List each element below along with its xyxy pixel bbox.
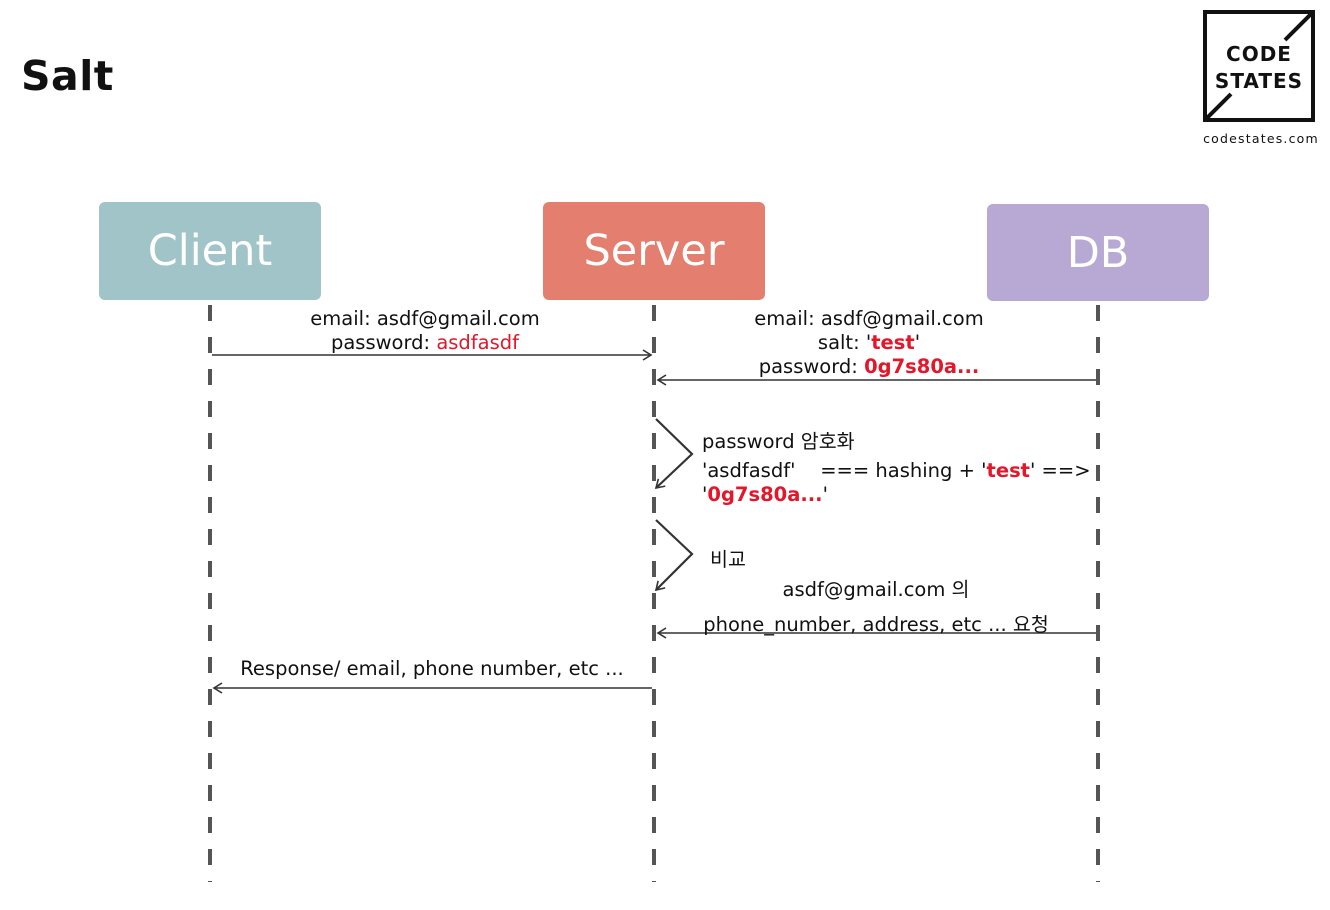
self-arrow-hashing [654,418,694,490]
msg1-password-value: asdfasdf [436,331,520,354]
step1-salt-value: test [986,459,1030,482]
logo-url: codestates.com [1203,131,1319,146]
msg3-line1: asdf@gmail.com 의 [782,578,970,601]
msg2-email: email: asdf@gmail.com [754,307,984,330]
actor-client-label: Client [147,226,273,276]
logo-text-code: CODE [1226,42,1292,66]
msg4-response: Response/ email, phone number, etc ... [240,657,624,680]
logo-corner-lines-icon [1207,14,1311,118]
codestates-logo: CODE STATES [1203,10,1315,122]
msg3-line2: phone_number, address, etc ... 요청 [703,613,1049,636]
actor-db-label: DB [1066,227,1130,278]
step1-result-value: 0g7s80a... [707,483,823,506]
msg2-salt-value: test [871,331,915,354]
msg1-password: password: asdfasdf [330,331,520,354]
msg2-password-value: 0g7s80a... [864,355,980,378]
actor-client: Client [99,202,321,300]
actor-server: Server [543,202,765,300]
logo-text-states: STATES [1214,69,1304,93]
actor-server-label: Server [583,226,725,276]
page-title: Salt [21,52,114,100]
step2-title: 비교 [710,548,746,571]
step1-result: '0g7s80a...' [702,483,828,506]
actor-db: DB [987,204,1209,301]
step1-hash-line: 'asdfasdf' === hashing + 'test' ==> [702,459,1091,482]
msg1-email: email: asdf@gmail.com [310,307,540,330]
self-arrow-compare [654,519,694,592]
msg2-password: password: 0g7s80a... [758,355,980,378]
msg2-salt: salt: 'test' [817,331,921,354]
step1-title: password 암호화 [702,430,855,453]
